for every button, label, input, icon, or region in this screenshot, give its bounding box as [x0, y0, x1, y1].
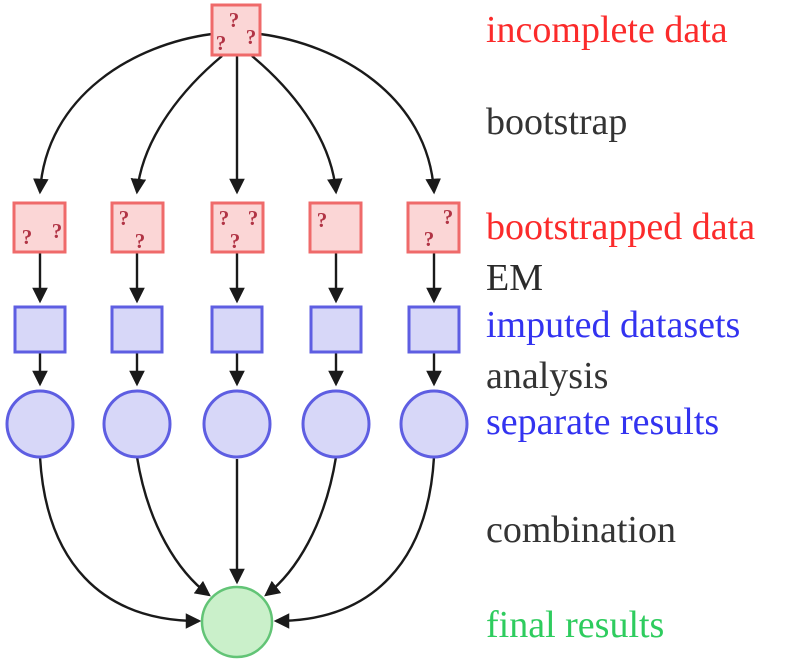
separate-result-node-2 [102, 389, 172, 459]
arrow-bootstrap-2 [130, 55, 223, 195]
question-mark: ? [219, 206, 230, 230]
separate-result-node-5 [399, 389, 469, 459]
bootstrapped-data-node-2 [110, 201, 165, 254]
imputed-dataset-node-4 [309, 305, 363, 354]
question-mark: ? [216, 31, 227, 55]
imputed-dataset-node-5 [407, 305, 461, 354]
arrow-combination-2 [135, 456, 211, 597]
imputed-dataset-node-3 [210, 305, 264, 354]
question-mark: ? [52, 219, 63, 243]
label-imputed-datasets: imputed datasets [486, 304, 740, 346]
question-mark: ? [317, 208, 328, 232]
separate-result-node-4 [301, 389, 371, 459]
bootstrapped-data-node-5 [406, 201, 461, 254]
question-mark: ? [443, 205, 454, 229]
label-analysis: analysis [486, 355, 608, 397]
question-mark: ? [424, 227, 435, 251]
bootstrapped-data-node-1 [12, 201, 67, 254]
separate-result-node-1 [5, 389, 75, 459]
separate-result-node-3 [202, 389, 272, 459]
label-separate-results: separate results [486, 401, 719, 443]
imputed-dataset-node-2 [110, 305, 164, 354]
imputed-dataset-node-1 [13, 305, 67, 354]
label-bootstrapped-data: bootstrapped data [486, 206, 755, 248]
question-mark: ? [22, 225, 33, 249]
arrow-combination-5 [273, 456, 436, 629]
label-final-results: final results [486, 604, 664, 646]
question-mark: ? [119, 206, 130, 230]
arrow-combination-4 [264, 456, 338, 597]
bootstrapped-data-node-3 [210, 201, 265, 254]
arrow-bootstrap-1 [33, 32, 213, 195]
question-mark: ? [135, 229, 146, 253]
arrow-bootstrap-4 [251, 55, 343, 195]
question-mark: ? [230, 229, 241, 253]
bootstrapped-data-node-4 [308, 201, 363, 254]
label-combination: combination [486, 509, 676, 551]
arrow-bootstrap-5 [259, 32, 441, 195]
label-bootstrap: bootstrap [486, 101, 627, 143]
incomplete-data-node [210, 3, 262, 57]
question-mark: ? [246, 25, 257, 49]
label-incomplete-data: incomplete data [486, 9, 728, 51]
final-result-node [200, 585, 274, 659]
question-mark: ? [229, 8, 240, 32]
arrow-combination-1 [38, 456, 202, 629]
question-mark: ? [248, 206, 259, 230]
label-em: EM [486, 257, 543, 299]
